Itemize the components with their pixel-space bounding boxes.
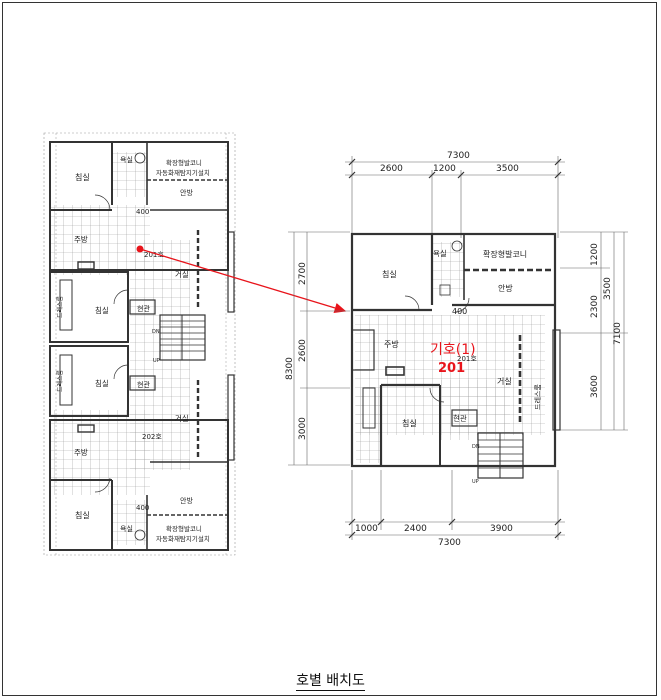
right-main-room-label: 안방 [498, 283, 513, 293]
left-stair-dn-label: DN [152, 329, 160, 335]
dim-right-d: 3600 [590, 375, 600, 398]
left-fire-detector-bottom-label: 자동화재탐지기설치 [156, 534, 210, 543]
right-stair-dn-label: DN [472, 444, 480, 450]
dim-top-c: 3500 [496, 164, 519, 174]
dim-right-a: 1200 [590, 243, 600, 266]
left-dress-room-label-2: 드레스룸 [56, 369, 64, 392]
left-living-label-2: 거실 [175, 413, 189, 423]
right-entrance-label: 현관 [453, 413, 467, 423]
dim-left-c: 3000 [298, 417, 308, 440]
dim-left-b: 2600 [298, 339, 308, 362]
right-bath-label: 욕실 [433, 248, 447, 258]
left-bedroom-bottom-label: 침실 [75, 510, 90, 520]
dim-top-b: 1200 [433, 164, 456, 174]
left-ext-balcony-bottom-label: 확장형발코니 [166, 524, 202, 533]
right-bedroom-2-label: 침실 [402, 418, 417, 428]
right-unit-label: 201호 [457, 355, 477, 363]
dim-left-a: 2700 [298, 262, 308, 285]
dim-right-total: 7100 [613, 322, 623, 345]
right-kitchen-label: 주방 [384, 339, 399, 349]
left-dim-400-top: 400 [136, 208, 149, 216]
left-bath-top-label: 욕실 [120, 155, 133, 164]
left-entrance-label-2: 현관 [137, 380, 150, 389]
left-ext-balcony-top-label: 확장형발코니 [166, 158, 202, 167]
left-floor-plan [43, 132, 236, 556]
left-main-room-top-label: 안방 [180, 188, 193, 197]
dim-bottom-c: 3900 [490, 524, 513, 534]
right-living-label: 거실 [497, 376, 512, 386]
right-dim-400-label: 400 [452, 307, 467, 316]
left-unit-201-label: 201호 [144, 251, 164, 259]
caption-text: 호별 배치도 [296, 673, 365, 691]
left-fire-detector-top-label: 자동화재탐지기설치 [156, 168, 210, 177]
dim-right-b: 2300 [590, 295, 600, 318]
dim-bottom-b: 2400 [404, 524, 427, 534]
dim-top-total: 7300 [447, 151, 470, 161]
dim-bottom-total: 7300 [438, 538, 461, 548]
figure-caption: 호별 배치도 [0, 670, 661, 691]
right-plan-dimensions: 7300 2600 1200 3500 1000 2400 3900 7300 … [285, 151, 623, 548]
right-floor-plan [288, 156, 628, 540]
left-dress-room-label-1: 드레스룸 [56, 295, 64, 318]
annotation-unit-number: 201 [438, 361, 465, 376]
left-unit-202-label: 202호 [142, 433, 162, 441]
right-ext-balcony-label: 확장형발코니 [483, 249, 527, 259]
left-living-label-1: 거실 [175, 269, 189, 279]
left-main-room-bottom-label: 안방 [180, 496, 193, 505]
right-bedroom-1-label: 침실 [382, 269, 397, 279]
left-entrance-label-1: 현관 [137, 304, 150, 313]
right-dress-room-label: 드레스룸 [533, 384, 542, 410]
left-plan-labels: 침실 욕실 확장형발코니 자동화재탐지기설치 안방 400 주방 201호 거실… [56, 155, 210, 543]
dim-bottom-a: 1000 [355, 524, 378, 534]
right-plan-labels: 침실 욕실 확장형발코니 안방 400 주방 201호 거실 침실 현관 DN … [382, 248, 542, 485]
dim-top-a: 2600 [380, 164, 403, 174]
left-dim-400-bottom: 400 [136, 504, 149, 512]
connector-arrow [139, 248, 347, 313]
left-kitchen-label-1: 주방 [74, 234, 88, 244]
left-bath-bottom-label: 욕실 [120, 524, 133, 533]
left-kitchen-label-2: 주방 [74, 447, 88, 457]
left-bedroom-top-label: 침실 [75, 172, 90, 182]
dim-right-c: 3500 [603, 277, 613, 300]
annotation-symbol-label: 기호(1) [430, 342, 476, 358]
dim-left-total: 8300 [285, 357, 295, 380]
left-stair-up-label: UP [153, 358, 160, 364]
left-bedroom-3-label: 침실 [95, 378, 109, 388]
left-bedroom-2-label: 침실 [95, 305, 109, 315]
right-stair-up-label: UP [472, 479, 479, 485]
